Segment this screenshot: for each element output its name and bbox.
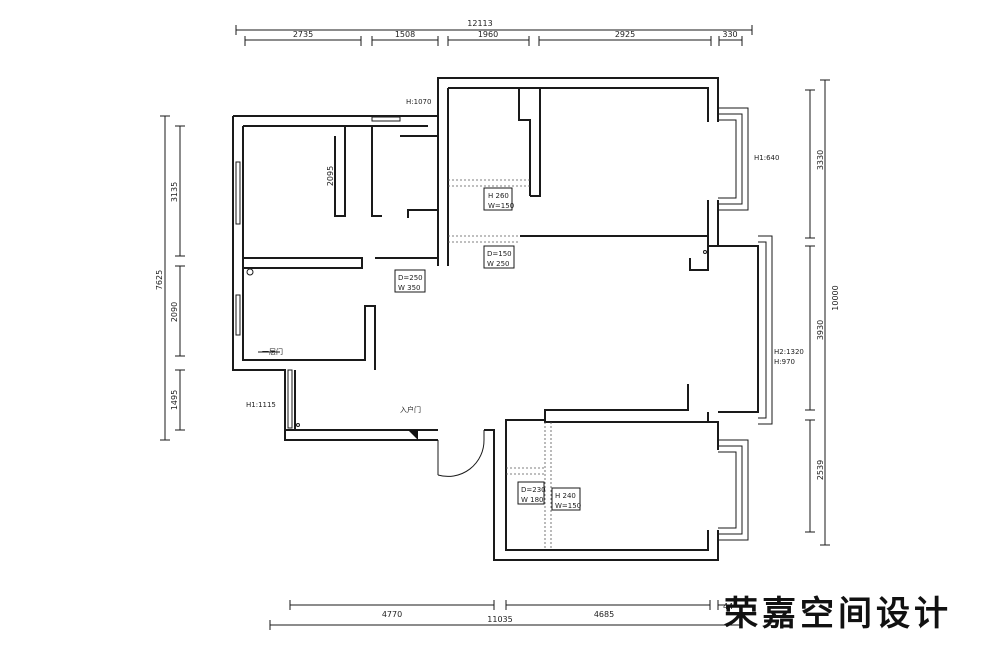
top-window-note: H:1070 [406, 98, 431, 106]
south-beam-d: D=230 [521, 486, 546, 494]
bottom-total-dim: 11035 [487, 615, 512, 624]
corridor-beam-d: D=150 [487, 250, 512, 258]
right-dim-1: 3330 [816, 150, 825, 170]
right-dim-2: 3930 [816, 320, 825, 340]
west-window-note: H1:1115 [246, 401, 276, 409]
entry-door [408, 430, 485, 477]
brand-logo: 荣嘉空间设计 [724, 594, 952, 634]
right-total-dim: 10000 [831, 285, 840, 310]
corridor-beam-w: W 250 [487, 260, 510, 268]
west-beam-w: W 350 [398, 284, 421, 292]
beam-lines [448, 179, 552, 550]
left-dimension-chain [160, 115, 185, 441]
right-dim-3: 2539 [816, 460, 825, 480]
right-dimension-chain [805, 79, 830, 546]
south-beam-w2: W=150 [555, 502, 581, 510]
bottom-dim-2: 4685 [594, 610, 614, 619]
small-room-label: 一层门 [262, 347, 283, 356]
west-beam-d: D=250 [398, 274, 423, 282]
interior-dim: 2095 [326, 166, 335, 186]
north-beam-h: H 260 [488, 192, 509, 200]
windows [235, 107, 773, 541]
note-boxes [394, 187, 581, 511]
bottom-dimension-chain [269, 600, 742, 630]
bottom-dim-1: 4770 [382, 610, 402, 619]
top-dim-2: 1508 [395, 30, 415, 39]
top-dimension-chain [235, 25, 753, 46]
left-dim-1: 3135 [170, 182, 179, 202]
east-long-window-note: H2:1320 [774, 348, 804, 356]
bottom-dim-3: 44 [723, 602, 733, 611]
north-beam-w: W=150 [488, 202, 514, 210]
corner-marker [246, 268, 254, 276]
left-dim-3: 1495 [170, 390, 179, 410]
left-dim-2: 2090 [170, 302, 179, 322]
top-dim-4: 2925 [615, 30, 635, 39]
top-dim-3: 1960 [478, 30, 498, 39]
top-dim-1: 2735 [293, 30, 313, 39]
outer-walls [232, 77, 759, 561]
top-dim-5: 330 [722, 30, 737, 39]
east-long-window-note-2: H:970 [774, 358, 795, 366]
east-bay-window-note: H1:640 [754, 154, 779, 162]
point-marker [703, 250, 707, 254]
point-marker [296, 423, 300, 427]
south-beam-w: W 180 [521, 496, 544, 504]
left-total-dim: 7625 [155, 270, 164, 290]
entry-label: 入户门 [400, 405, 421, 414]
top-total-dim: 12113 [467, 19, 492, 28]
south-beam-h: H 240 [555, 492, 576, 500]
